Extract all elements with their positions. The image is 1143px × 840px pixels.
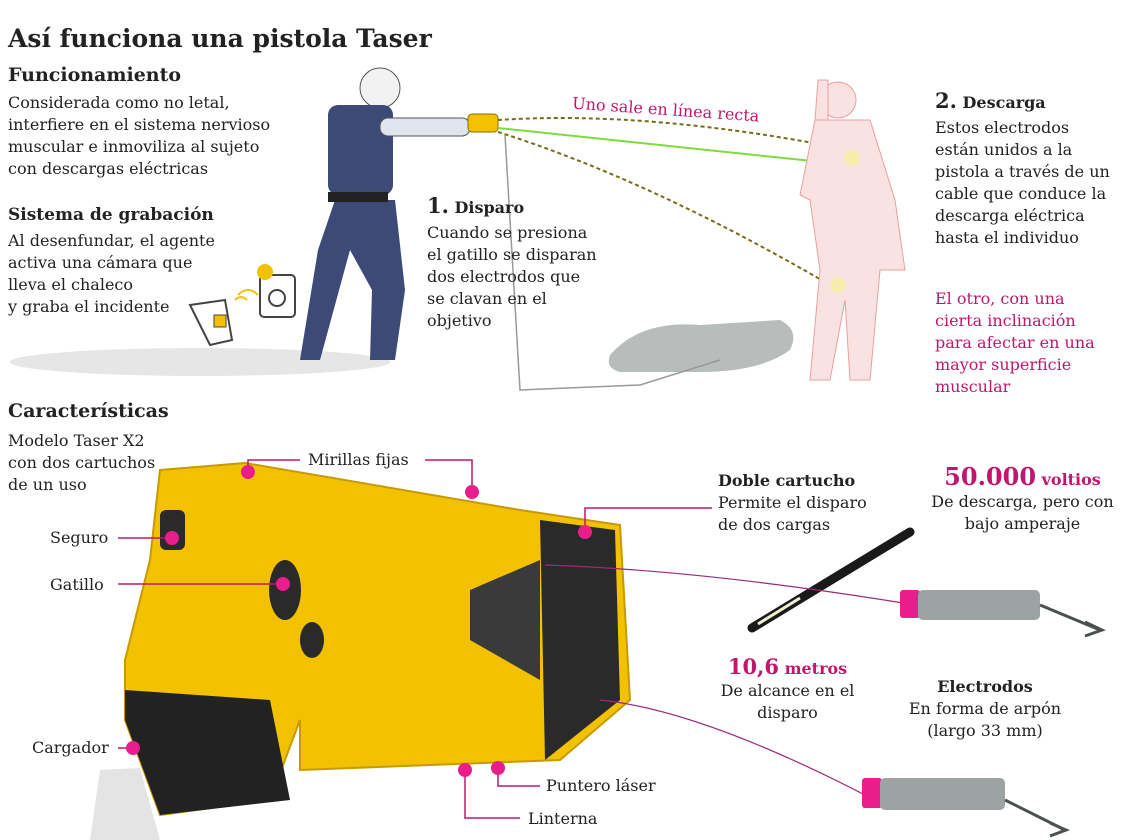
target-person-figure	[799, 79, 906, 381]
text-line: interfiere en el sistema nervioso	[8, 115, 271, 134]
laser-line	[497, 127, 851, 166]
text-line: activa una cámara que	[8, 253, 193, 272]
descarga-heading: 2. Descarga	[935, 90, 1046, 114]
text-line: con descargas eléctricas	[8, 159, 209, 178]
fallen-person-silhouette	[608, 320, 794, 372]
caracteristicas-text: Modelo Taser X2 con dos cartuchos de un …	[8, 430, 155, 496]
stat-unit: metros	[784, 659, 848, 678]
voltios-stat: 50.000 voltios De descarga, pero con baj…	[915, 465, 1130, 535]
funcionamiento-text: Considerada como no letal, interfiere en…	[8, 92, 270, 180]
text-line: cable que conduce la	[935, 184, 1107, 203]
text-line: muscular	[935, 377, 1011, 396]
electrodos-heading: Electrodos	[937, 677, 1033, 696]
text-line: para afectar en una	[935, 333, 1095, 352]
text-line: están unidos a la	[935, 140, 1073, 159]
electrode-lower	[599, 699, 1070, 838]
disparo-heading: 1. Disparo	[427, 195, 524, 219]
wire-lower	[497, 131, 831, 286]
grabacion-heading: Sistema de grabación	[8, 205, 214, 225]
text-line: El otro, con una	[935, 289, 1065, 308]
label-gatillo: Gatillo	[50, 575, 104, 594]
disparo-text: Cuando se presiona el gatillo se dispara…	[427, 222, 597, 332]
text-line: hasta el individuo	[935, 228, 1079, 247]
electrodos-info: Electrodos En forma de arpón (largo 33 m…	[895, 676, 1075, 742]
metros-value: 10,6 metros	[700, 656, 875, 680]
bodycam-icon	[188, 264, 296, 347]
descarga-text: Estos electrodos están unidos a la pisto…	[935, 117, 1110, 249]
doble-cartucho: Doble cartucho Permite el disparo de dos…	[718, 470, 867, 536]
officer-shadow	[10, 348, 390, 376]
taser-in-hand	[467, 113, 499, 133]
step-number: 1.	[427, 193, 449, 218]
ground-wire	[504, 134, 721, 391]
text-line: De descarga, pero con	[931, 492, 1114, 511]
taser-x2-illustration	[90, 461, 632, 840]
text-line: se clavan en el	[427, 289, 547, 308]
callout-dots	[126, 465, 592, 777]
label-mirillas: Mirillas fijas	[308, 450, 409, 469]
label-seguro: Seguro	[50, 528, 109, 547]
label-linterna: Linterna	[528, 809, 598, 828]
text-line: objetivo	[427, 311, 492, 330]
text-line: Estos electrodos	[935, 118, 1070, 137]
label-puntero: Puntero láser	[546, 776, 656, 795]
label-cargador: Cargador	[32, 738, 109, 757]
text-line: Cuando se presiona	[427, 223, 588, 242]
stat-number: 10,6	[727, 654, 779, 679]
text-line: bajo amperaje	[964, 514, 1081, 533]
text-line: descarga eléctrica	[935, 206, 1085, 225]
stat-unit: voltios	[1041, 470, 1101, 489]
text-line: de un uso	[8, 475, 87, 494]
text-line: el gatillo se disparan	[427, 245, 597, 264]
grabacion-text: Al desenfundar, el agente activa una cám…	[8, 230, 215, 318]
step-title: Disparo	[454, 198, 525, 217]
text-line: En forma de arpón	[908, 699, 1062, 718]
stat-number: 50.000	[944, 462, 1037, 491]
text-line: dos electrodos que	[427, 267, 581, 286]
impact-point-upper	[844, 150, 860, 166]
text-line: pistola a través de un	[935, 162, 1110, 181]
text-line: cierta inclinación	[935, 311, 1076, 330]
text-line: Considerada como no letal,	[8, 93, 230, 112]
officer-figure	[300, 67, 471, 360]
electrode-upper	[544, 564, 1106, 638]
wire-upper	[497, 117, 851, 151]
doble-cartucho-heading: Doble cartucho	[718, 471, 856, 490]
caracteristicas-heading: Características	[8, 400, 169, 422]
text-line: disparo	[757, 703, 818, 722]
step-number: 2.	[935, 88, 957, 113]
page-title: Así funciona una pistola Taser	[8, 24, 432, 53]
text-line: y graba el incidente	[8, 297, 170, 316]
text-line: lleva el chaleco	[8, 275, 134, 294]
step-title: Descarga	[962, 93, 1046, 112]
text-line: Modelo Taser X2	[8, 431, 145, 450]
text-line: muscular e inmoviliza al sujeto	[8, 137, 260, 156]
text-line: mayor superficie	[935, 355, 1072, 374]
impact-point-lower	[830, 277, 846, 293]
text-line: Al desenfundar, el agente	[8, 231, 215, 250]
text-line: (largo 33 mm)	[927, 721, 1043, 740]
text-line: de dos cargas	[718, 515, 831, 534]
funcionamiento-heading: Funcionamiento	[8, 64, 182, 86]
text-line: De alcance en el	[720, 681, 855, 700]
voltios-value: 50.000 voltios	[915, 465, 1130, 491]
metros-stat: 10,6 metros De alcance en el disparo	[700, 656, 875, 724]
text-line: con dos cartuchos	[8, 453, 156, 472]
otro-electrodo-text: El otro, con una cierta inclinación para…	[935, 288, 1095, 398]
text-line: Permite el disparo	[718, 493, 867, 512]
